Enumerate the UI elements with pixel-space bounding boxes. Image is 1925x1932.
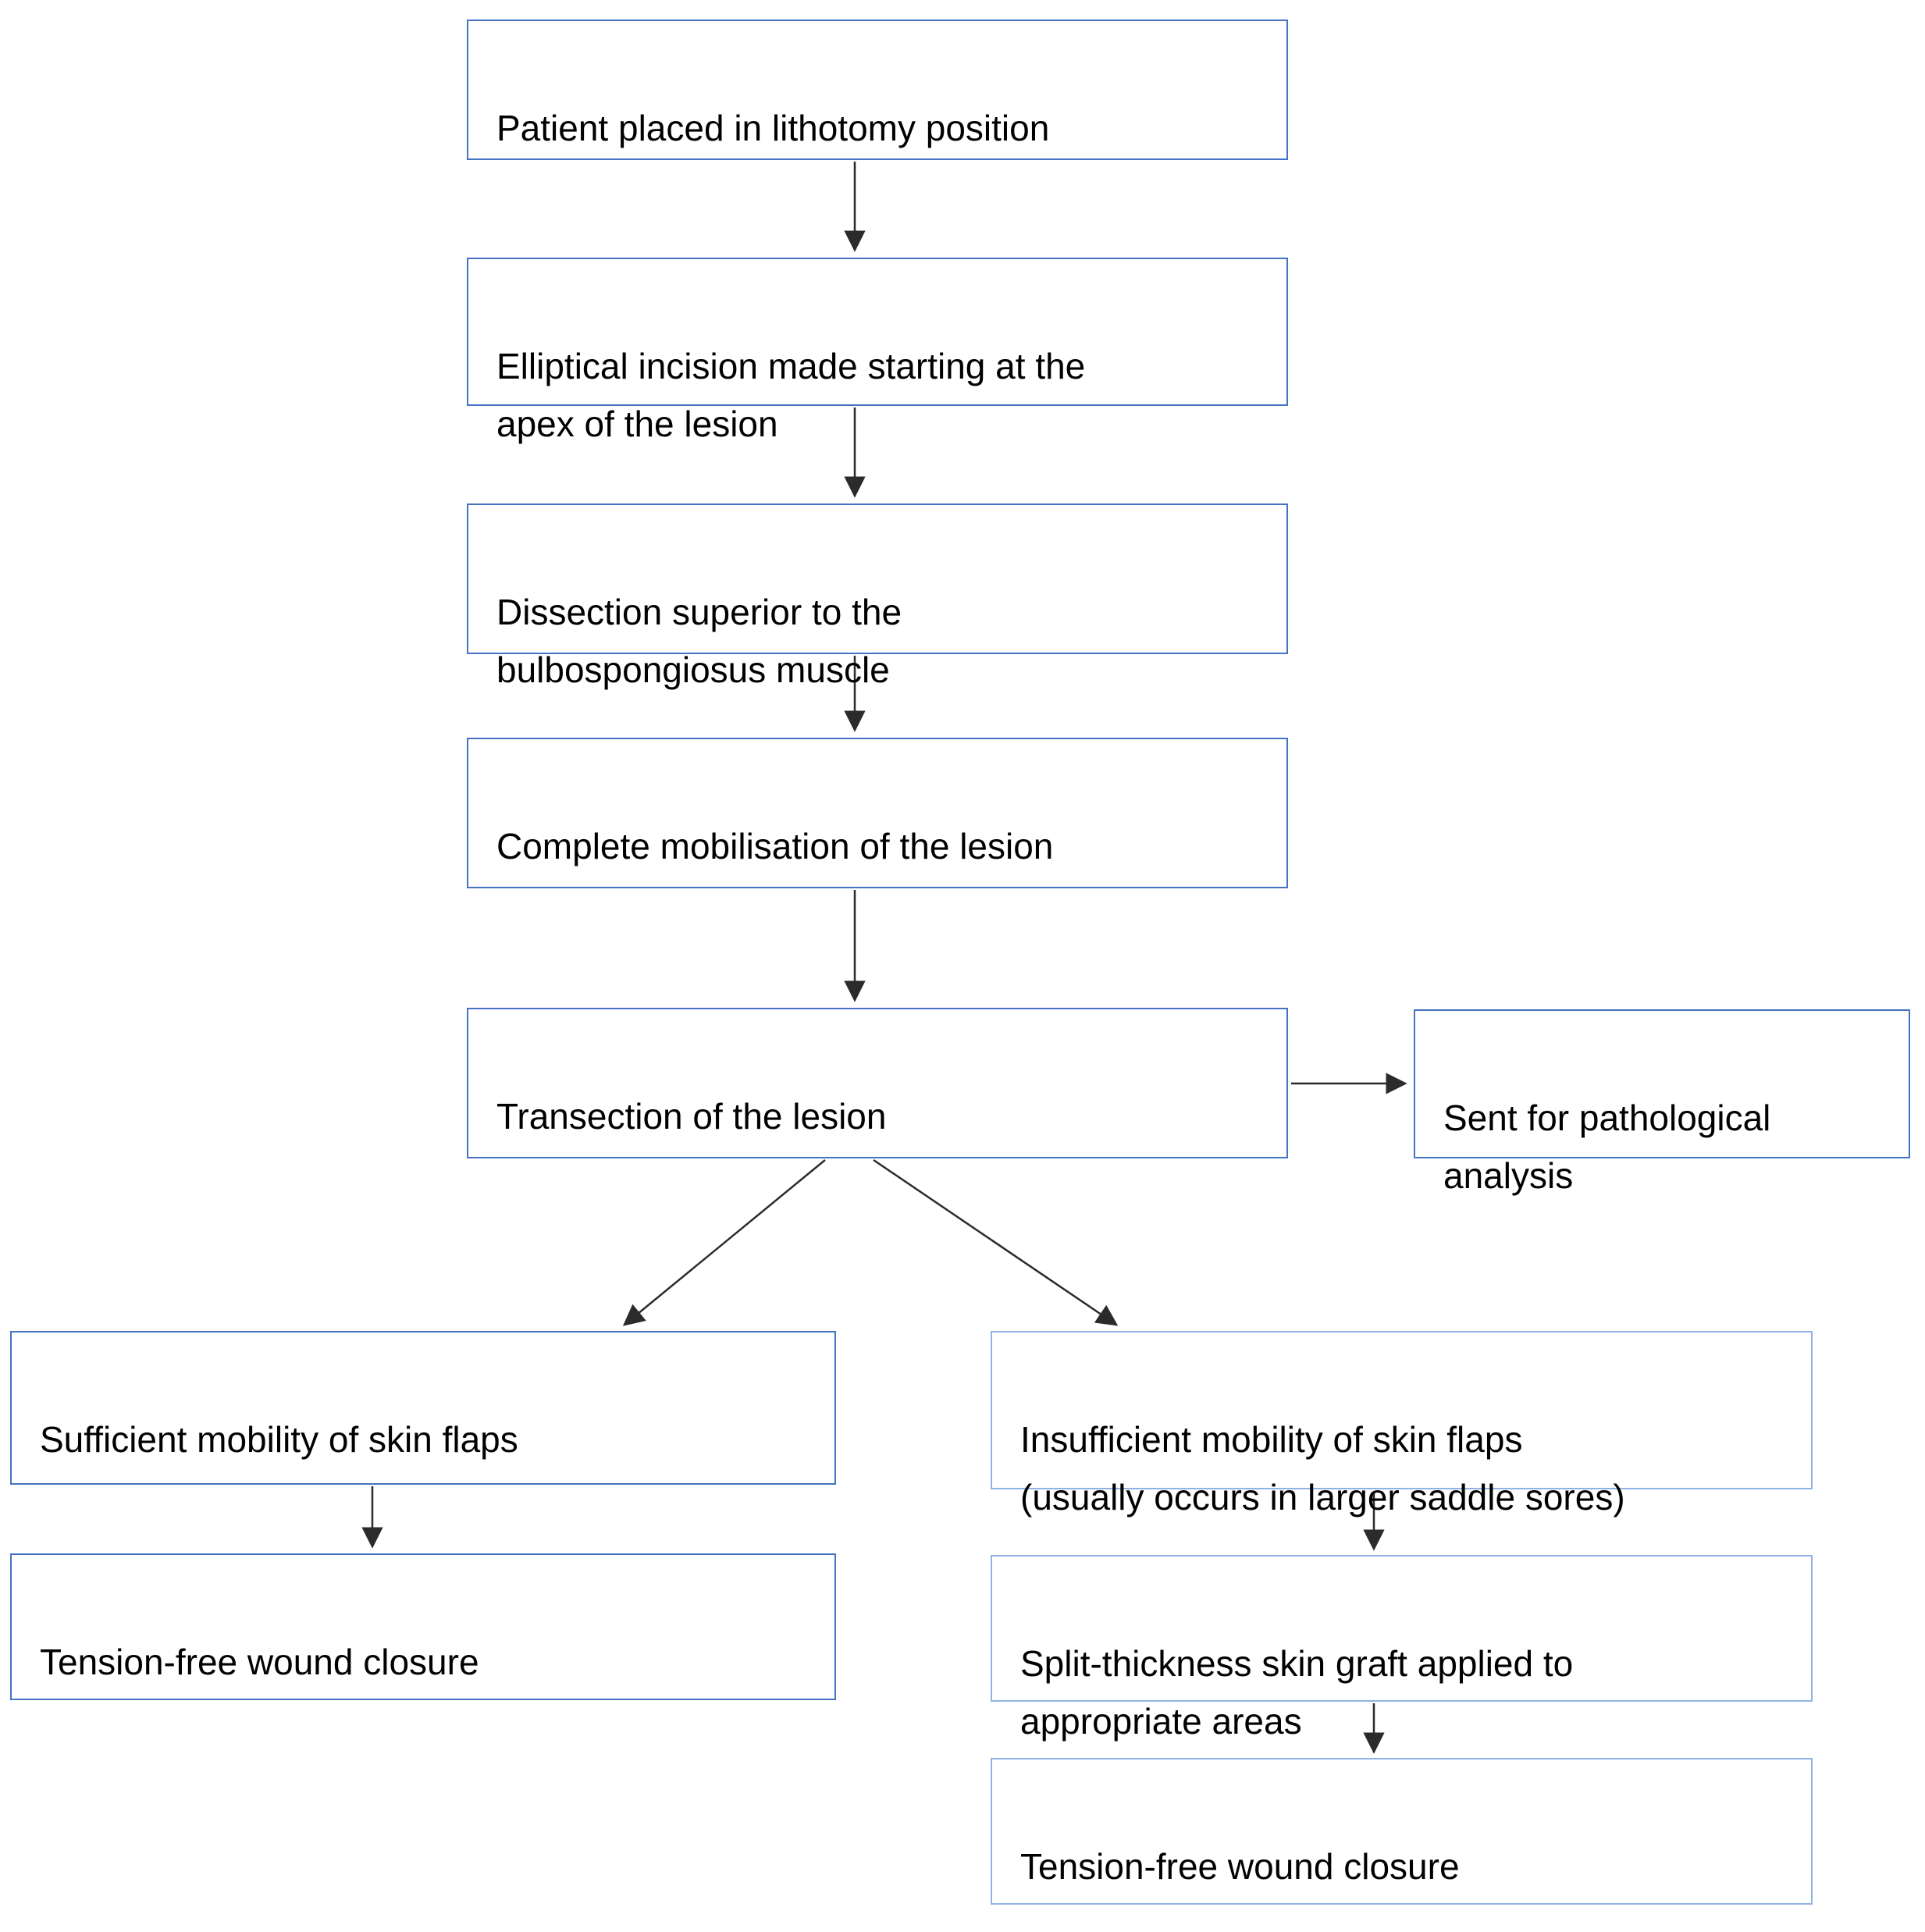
node-transection-label: Transection of the lesion xyxy=(496,1096,887,1137)
node-insufficient-label: Insufficient mobility of skin flaps (usu… xyxy=(1020,1419,1625,1517)
node-dissection-label: Dissection superior to the bulbospongios… xyxy=(496,592,902,690)
node-lithotomy: Patient placed in lithotomy position xyxy=(467,20,1288,160)
edge-transection-sufficient xyxy=(622,1159,826,1326)
node-mobilisation-label: Complete mobilisation of the lesion xyxy=(496,826,1054,866)
node-incision-label: Elliptical incision made starting at the… xyxy=(496,346,1086,444)
node-closure-right-label: Tension-free wound closure xyxy=(1020,1846,1460,1887)
edge-transection-insufficient xyxy=(873,1158,1119,1326)
node-sufficient: Sufficient mobility of skin flaps xyxy=(10,1331,836,1485)
node-graft: Split-thickness skin graft applied to ap… xyxy=(991,1555,1813,1742)
node-closure-left: Tension-free wound closure xyxy=(10,1553,836,1700)
node-graft-label: Split-thickness skin graft applied to ap… xyxy=(1020,1643,1574,1742)
node-insufficient: Insufficient mobility of skin flaps (usu… xyxy=(991,1331,1813,1517)
node-incision: Elliptical incision made starting at the… xyxy=(467,258,1288,444)
node-closure-right: Tension-free wound closure xyxy=(991,1758,1813,1905)
node-mobilisation: Complete mobilisation of the lesion xyxy=(467,738,1288,888)
node-closure-left-label: Tension-free wound closure xyxy=(40,1642,479,1682)
node-sufficient-label: Sufficient mobility of skin flaps xyxy=(40,1419,518,1460)
node-lithotomy-label: Patient placed in lithotomy position xyxy=(496,108,1050,148)
node-pathology: Sent for pathological analysis xyxy=(1414,1009,1910,1196)
node-pathology-label: Sent for pathological analysis xyxy=(1443,1098,1771,1196)
node-transection: Transection of the lesion xyxy=(467,1008,1288,1158)
node-dissection: Dissection superior to the bulbospongios… xyxy=(467,503,1288,690)
